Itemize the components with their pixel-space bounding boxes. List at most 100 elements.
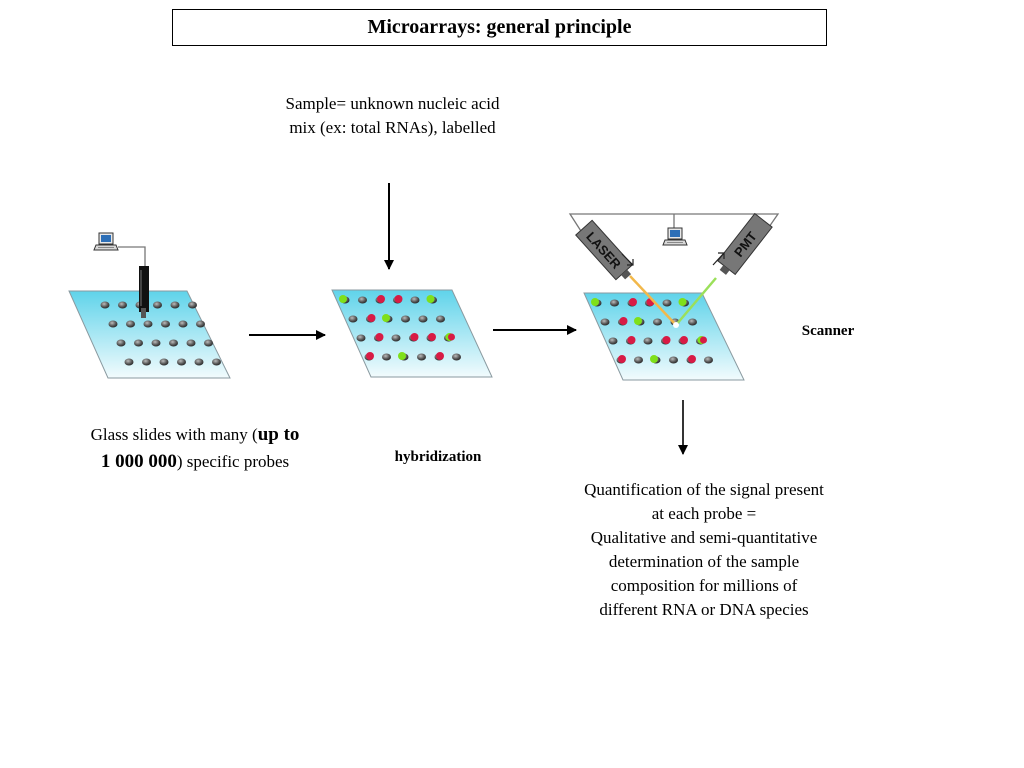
red-signal-spot bbox=[436, 352, 444, 360]
spotting-pin-icon bbox=[139, 266, 149, 318]
probe-spot bbox=[653, 318, 662, 326]
hybridization-label: hybridization bbox=[394, 449, 482, 465]
probe-slide bbox=[68, 290, 231, 379]
red-signal-spot bbox=[410, 333, 419, 341]
probe-spot bbox=[382, 353, 391, 361]
probe-spot bbox=[401, 315, 410, 323]
probe-spot bbox=[159, 358, 169, 366]
red-signal-spot bbox=[662, 336, 671, 344]
glass-slide-2 bbox=[331, 289, 493, 378]
probe-spot bbox=[410, 296, 420, 304]
probe-spot bbox=[116, 339, 126, 347]
glass-slides-caption: Glass slides with many (up to 1 000 000)… bbox=[40, 421, 350, 475]
probe-spot bbox=[204, 339, 213, 347]
red-signal-spot bbox=[448, 333, 455, 341]
hybridized-slide bbox=[331, 289, 493, 378]
probe-spot bbox=[100, 301, 110, 309]
probe-spot bbox=[108, 320, 118, 328]
probe-spot bbox=[212, 358, 221, 366]
probe-spot bbox=[143, 320, 153, 328]
red-signal-spot bbox=[680, 336, 688, 344]
red-signal-spot bbox=[627, 336, 636, 344]
probe-spot bbox=[186, 339, 196, 347]
scan-spot bbox=[673, 322, 679, 328]
green-signal-spot bbox=[382, 314, 390, 322]
sample-line-1: Sample= unknown nucleic acid bbox=[285, 94, 500, 113]
probe-spot bbox=[356, 334, 366, 342]
glass-slide-3 bbox=[583, 292, 745, 381]
probe-spot bbox=[436, 315, 445, 323]
red-signal-spot bbox=[394, 295, 403, 303]
quantification-line-6: different RNA or DNA species bbox=[599, 600, 809, 619]
laser-unit: LASER bbox=[575, 219, 633, 281]
quantification-line-1: Quantification of the signal present bbox=[584, 480, 824, 499]
probe-spot bbox=[126, 320, 135, 328]
glass-slides-bold-1: up to bbox=[257, 424, 300, 445]
probe-spot bbox=[600, 318, 610, 326]
probe-spot bbox=[688, 318, 697, 326]
probe-spot bbox=[417, 353, 426, 361]
probe-spot bbox=[358, 296, 367, 304]
green-signal-spot bbox=[678, 298, 687, 306]
scanned-spots bbox=[591, 298, 713, 364]
green-signal-spot bbox=[339, 295, 347, 303]
probe-spot bbox=[118, 301, 127, 309]
probe-spot bbox=[151, 339, 161, 347]
probe-spot bbox=[348, 315, 358, 323]
probe-spot bbox=[142, 358, 151, 366]
probe-spot bbox=[153, 301, 162, 309]
scanned-slide bbox=[583, 292, 745, 381]
green-signal-spot bbox=[426, 295, 435, 303]
red-signal-spot bbox=[619, 317, 628, 325]
scanner-label: Scanner bbox=[801, 323, 855, 339]
quantification-line-4: determination of the sample bbox=[608, 552, 800, 571]
sample-description: Sample= unknown nucleic acid mix (ex: to… bbox=[250, 92, 535, 140]
green-signal-spot bbox=[398, 352, 406, 360]
red-signal-spot bbox=[688, 355, 696, 363]
red-signal-spot bbox=[367, 314, 376, 322]
probe-spot bbox=[196, 320, 205, 328]
sample-line-2: mix (ex: total RNAs), labelled bbox=[289, 118, 496, 137]
probe-spot bbox=[418, 315, 428, 323]
laser-direction-icon bbox=[621, 253, 634, 266]
probe-spot bbox=[391, 334, 401, 342]
probe-spot bbox=[134, 339, 143, 347]
red-signal-spot bbox=[366, 352, 374, 360]
probe-spots bbox=[100, 301, 221, 366]
green-signal-spot bbox=[650, 355, 658, 363]
probe-spot bbox=[177, 358, 186, 366]
red-signal-spot bbox=[377, 295, 385, 303]
computer-icon-1 bbox=[93, 232, 119, 251]
quantification-line-2: at each probe = bbox=[651, 504, 757, 523]
probe-spot bbox=[124, 358, 134, 366]
probe-spot bbox=[178, 320, 188, 328]
page-title: Microarrays: general principle bbox=[172, 9, 827, 46]
green-signal-spot bbox=[591, 298, 599, 306]
glass-slides-bold-2: 1 000 000 bbox=[100, 451, 177, 472]
quantification-description: Quantification of the signal present at … bbox=[548, 478, 860, 622]
hybridized-spots bbox=[339, 295, 461, 361]
probe-spot bbox=[669, 356, 678, 364]
red-signal-spot bbox=[618, 355, 626, 363]
glass-slide-1 bbox=[68, 290, 231, 379]
probe-spot bbox=[169, 339, 178, 347]
pmt-beam bbox=[675, 277, 717, 326]
probe-spot bbox=[452, 353, 461, 361]
probe-spot bbox=[704, 356, 713, 364]
probe-spot bbox=[188, 301, 197, 309]
laser-beam bbox=[629, 275, 677, 326]
probe-spot bbox=[608, 337, 618, 345]
quantification-line-3: Qualitative and semi-quantitative bbox=[590, 528, 818, 547]
pmt-unit: PMT bbox=[717, 212, 773, 276]
probe-spot bbox=[634, 356, 643, 364]
probe-spot bbox=[161, 320, 170, 328]
glass-slides-text-1: Glass slides with many ( bbox=[90, 425, 258, 444]
probe-spot bbox=[643, 337, 653, 345]
glass-slides-text-2: ) specific probes bbox=[176, 452, 290, 471]
red-signal-spot bbox=[629, 298, 637, 306]
computer-icon-2 bbox=[662, 227, 688, 246]
red-signal-spot bbox=[428, 333, 436, 341]
computer-cable-1 bbox=[118, 246, 146, 268]
probe-spot bbox=[170, 301, 180, 309]
